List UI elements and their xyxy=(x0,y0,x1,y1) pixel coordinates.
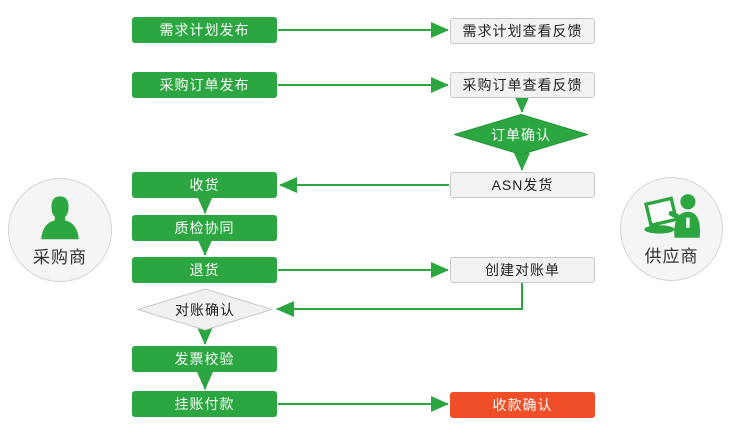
node-purchase-order-feedback: 采购订单查看反馈 xyxy=(450,72,595,98)
actor-buyer: 采购商 xyxy=(8,178,112,282)
decision-order-confirm: 订单确认 xyxy=(454,114,588,155)
decision-reconciliation-confirm: 对账确认 xyxy=(137,288,273,331)
node-invoice-verification: 发票校验 xyxy=(132,346,277,372)
node-create-statement: 创建对账单 xyxy=(450,257,595,283)
node-demand-plan-feedback: 需求计划查看反馈 xyxy=(450,18,595,44)
actor-supplier-label: 供应商 xyxy=(644,246,699,266)
decision-reconciliation-confirm-label: 对账确认 xyxy=(175,301,235,318)
node-payment-receipt-confirm: 收款确认 xyxy=(450,392,595,418)
node-return-goods: 退货 xyxy=(132,257,277,283)
actor-supplier: 供应商 xyxy=(620,177,723,281)
node-account-payment: 挂账付款 xyxy=(132,391,277,417)
person-laptop-icon xyxy=(643,193,700,238)
node-asn-shipping: ASN发货 xyxy=(450,172,595,198)
person-icon xyxy=(41,195,79,239)
node-receive-goods: 收货 xyxy=(132,172,277,198)
actor-buyer-label: 采购商 xyxy=(33,247,87,267)
decision-order-confirm-label: 订单确认 xyxy=(491,126,551,143)
node-demand-plan-publish: 需求计划发布 xyxy=(132,17,277,43)
node-purchase-order-publish: 采购订单发布 xyxy=(132,72,277,98)
node-quality-inspection: 质检协同 xyxy=(132,215,277,241)
